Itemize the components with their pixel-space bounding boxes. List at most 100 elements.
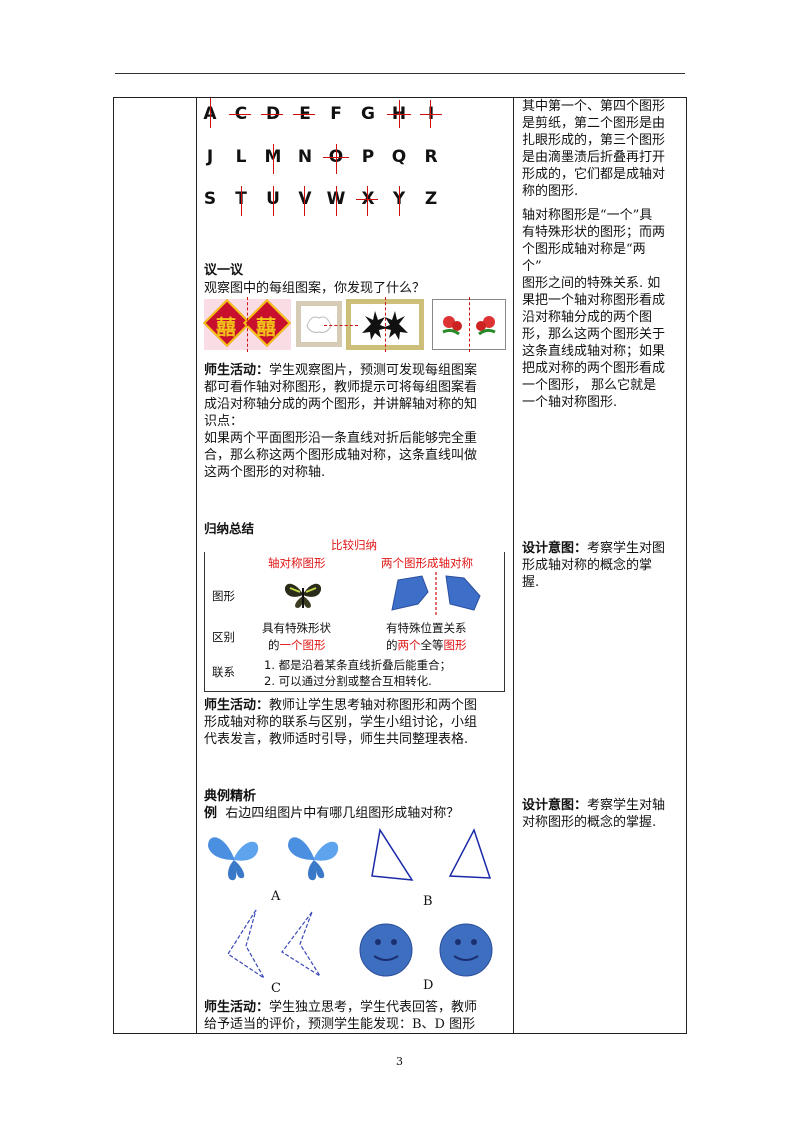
- symmetry-axis: [210, 98, 211, 128]
- activity1-line-1: 师生活动：学生观察图片，预测可发现每组图案: [204, 362, 477, 379]
- col-header-two-figures: 两个图形成轴对称: [381, 556, 473, 570]
- activity-text: 教师让学生思考轴对称图形和两个图: [269, 698, 478, 713]
- figure-label-b: B: [423, 894, 433, 909]
- letter: W: [326, 189, 346, 209]
- letter: M: [264, 147, 282, 167]
- highlight-text: 两个: [397, 638, 421, 652]
- right-para2-line: 沿对称轴分成的两个图: [522, 310, 653, 325]
- activity-text: 学生观察图片，预测可发现每组图案: [269, 363, 478, 378]
- right-para2-line: 个”: [522, 259, 542, 274]
- right-para2-line: 把成对称的两个图形看成: [522, 361, 666, 376]
- symmetry-axis: [336, 186, 337, 216]
- discuss-heading: 议一议: [204, 263, 244, 278]
- table-left-border: [113, 97, 114, 1033]
- link-line-2: 2. 可以通过分割或整合互相转化.: [264, 674, 432, 688]
- table-col-divider-1: [196, 97, 197, 1033]
- right-para1-line: 是由滴墨渍后折叠再打开: [522, 150, 666, 165]
- activity1-line-4: 识点：: [204, 414, 244, 429]
- symmetry-axis: [247, 297, 248, 352]
- comparison-table-title: 比较归纳: [331, 538, 377, 552]
- table-col-divider-2: [513, 97, 514, 1033]
- right-para1-line: 是剪纸，第二个图形是由: [522, 116, 666, 131]
- example-butterflies: [208, 837, 339, 881]
- row-label-figure: 图形: [212, 589, 235, 603]
- symmetry-axis: [293, 114, 315, 115]
- row-label-diff: 区别: [212, 630, 235, 644]
- example-arrowheads: [227, 909, 321, 979]
- text-fragment: 的: [386, 638, 398, 652]
- letter: Q: [391, 147, 407, 167]
- question-text: 右边四组图片中有哪几组图形成轴对称？: [225, 806, 460, 821]
- letter: V: [295, 189, 315, 209]
- design-intent-1-line-3: 握.: [522, 575, 540, 590]
- design-intent-2-line-1: 设计意图：考察学生对轴: [522, 797, 665, 814]
- highlight-text: 一个图形: [279, 638, 326, 652]
- letter: G: [361, 104, 375, 124]
- activity-label: 师生活动：: [204, 698, 270, 713]
- link-line-1: 1. 都是沿着某条直线折叠后能重合；: [264, 658, 452, 672]
- xi-character: 囍: [256, 315, 276, 339]
- row-label-link: 联系: [212, 665, 235, 679]
- design-intent-label: 设计意图：: [522, 798, 588, 813]
- right-para1-line: 称的图形.: [522, 184, 579, 199]
- design-intent-2-line-2: 对称图形的概念的掌握.: [522, 815, 657, 830]
- activity-text: 学生独立思考，学生代表回答，教师: [269, 1000, 478, 1015]
- symmetry-axis: [420, 114, 442, 115]
- diff-two-line1: 有特殊位置关系: [386, 621, 467, 635]
- symmetry-axis: [261, 114, 283, 115]
- table-right-border: [686, 97, 687, 1033]
- design-intent-text: 考察学生对轴: [587, 798, 666, 813]
- figure-label-c: C: [271, 981, 281, 996]
- table-top-border: [113, 97, 687, 98]
- comparison-table: 轴对称图形 两个图形成轴对称 图形 区别 联系 具有特殊形状 的一个图形 有特殊…: [204, 552, 505, 692]
- design-intent-1-line-1: 设计意图：考察学生对图: [522, 540, 665, 557]
- right-para2-line: 果把一个轴对称图形看成: [522, 293, 666, 308]
- activity2-line-3: 代表发言，教师适时引导，师生共同整理表格.: [204, 732, 469, 747]
- letter: L: [235, 147, 247, 167]
- diff-two-line2: 的两个全等图形: [386, 637, 467, 653]
- example-heading: 典例精析: [204, 789, 257, 804]
- symmetry-axis: [387, 114, 411, 115]
- highlight-text: 图形: [443, 638, 467, 652]
- symmetry-axis: [273, 186, 274, 216]
- example-triangles: [371, 827, 492, 881]
- activity3-line-1: 师生活动：学生独立思考，学生代表回答，教师: [204, 999, 477, 1016]
- header-rule: [115, 73, 685, 74]
- right-para1-line: 其中第一个、第四个图形: [522, 99, 666, 114]
- activity2-line-1: 师生活动：教师让学生思考轴对称图形和两个图: [204, 697, 477, 714]
- page-number: 3: [396, 1055, 403, 1068]
- letter: T: [231, 189, 251, 209]
- letter: A: [200, 104, 220, 124]
- symmetry-axis: [229, 114, 251, 115]
- definition-line-2: 合，那么称这两个图形成轴对称，这条直线叫做: [204, 448, 478, 463]
- right-para2-line: 图形之间的特殊关系. 如: [522, 276, 661, 291]
- text-fragment: 的: [268, 638, 280, 652]
- definition-line-3: 这两个图形的对称轴.: [204, 465, 326, 480]
- activity2-line-2: 形成轴对称的联系与区别，学生小组讨论，小组: [204, 715, 478, 730]
- example-label: 例: [204, 806, 218, 821]
- symmetry-axis: [399, 186, 400, 216]
- activity-label: 师生活动：: [204, 1000, 270, 1015]
- letter: R: [424, 147, 438, 167]
- right-para2-line: 这条直线成轴对称；如果: [522, 344, 666, 359]
- activity3-line-2: 给予适当的评价，预测学生能发现：B、D 图形: [204, 1017, 476, 1032]
- text-fragment: 全等: [420, 638, 444, 652]
- right-para2-line: 一个图形， 那么它就是: [522, 378, 657, 393]
- symmetry-axis: [273, 144, 274, 174]
- summary-heading: 归纳总结: [204, 521, 255, 536]
- two-pentagons-image: [391, 572, 481, 616]
- design-intent-text: 考察学生对图: [587, 541, 666, 556]
- design-intent-label: 设计意图：: [522, 541, 588, 556]
- symmetry-axis: [336, 144, 337, 174]
- right-para1-line: 扎眼形成的，第三个图形: [522, 133, 666, 148]
- right-para2-line: 个图形成轴对称是“两: [522, 242, 646, 257]
- right-para2-line: 有特殊形状的图形；而两: [522, 225, 666, 240]
- symmetry-axis: [241, 186, 242, 216]
- right-para2-line: 一个轴对称图形.: [522, 395, 618, 410]
- symmetry-axis: [385, 297, 386, 352]
- pattern-images: 囍 囍: [202, 297, 507, 352]
- xi-character: 囍: [216, 315, 236, 339]
- activity-label: 师生活动：: [204, 363, 270, 378]
- diff-axisym-line2: 的一个图形: [268, 637, 326, 653]
- right-para1-line: 形成的，它们都是成轴对: [522, 167, 666, 182]
